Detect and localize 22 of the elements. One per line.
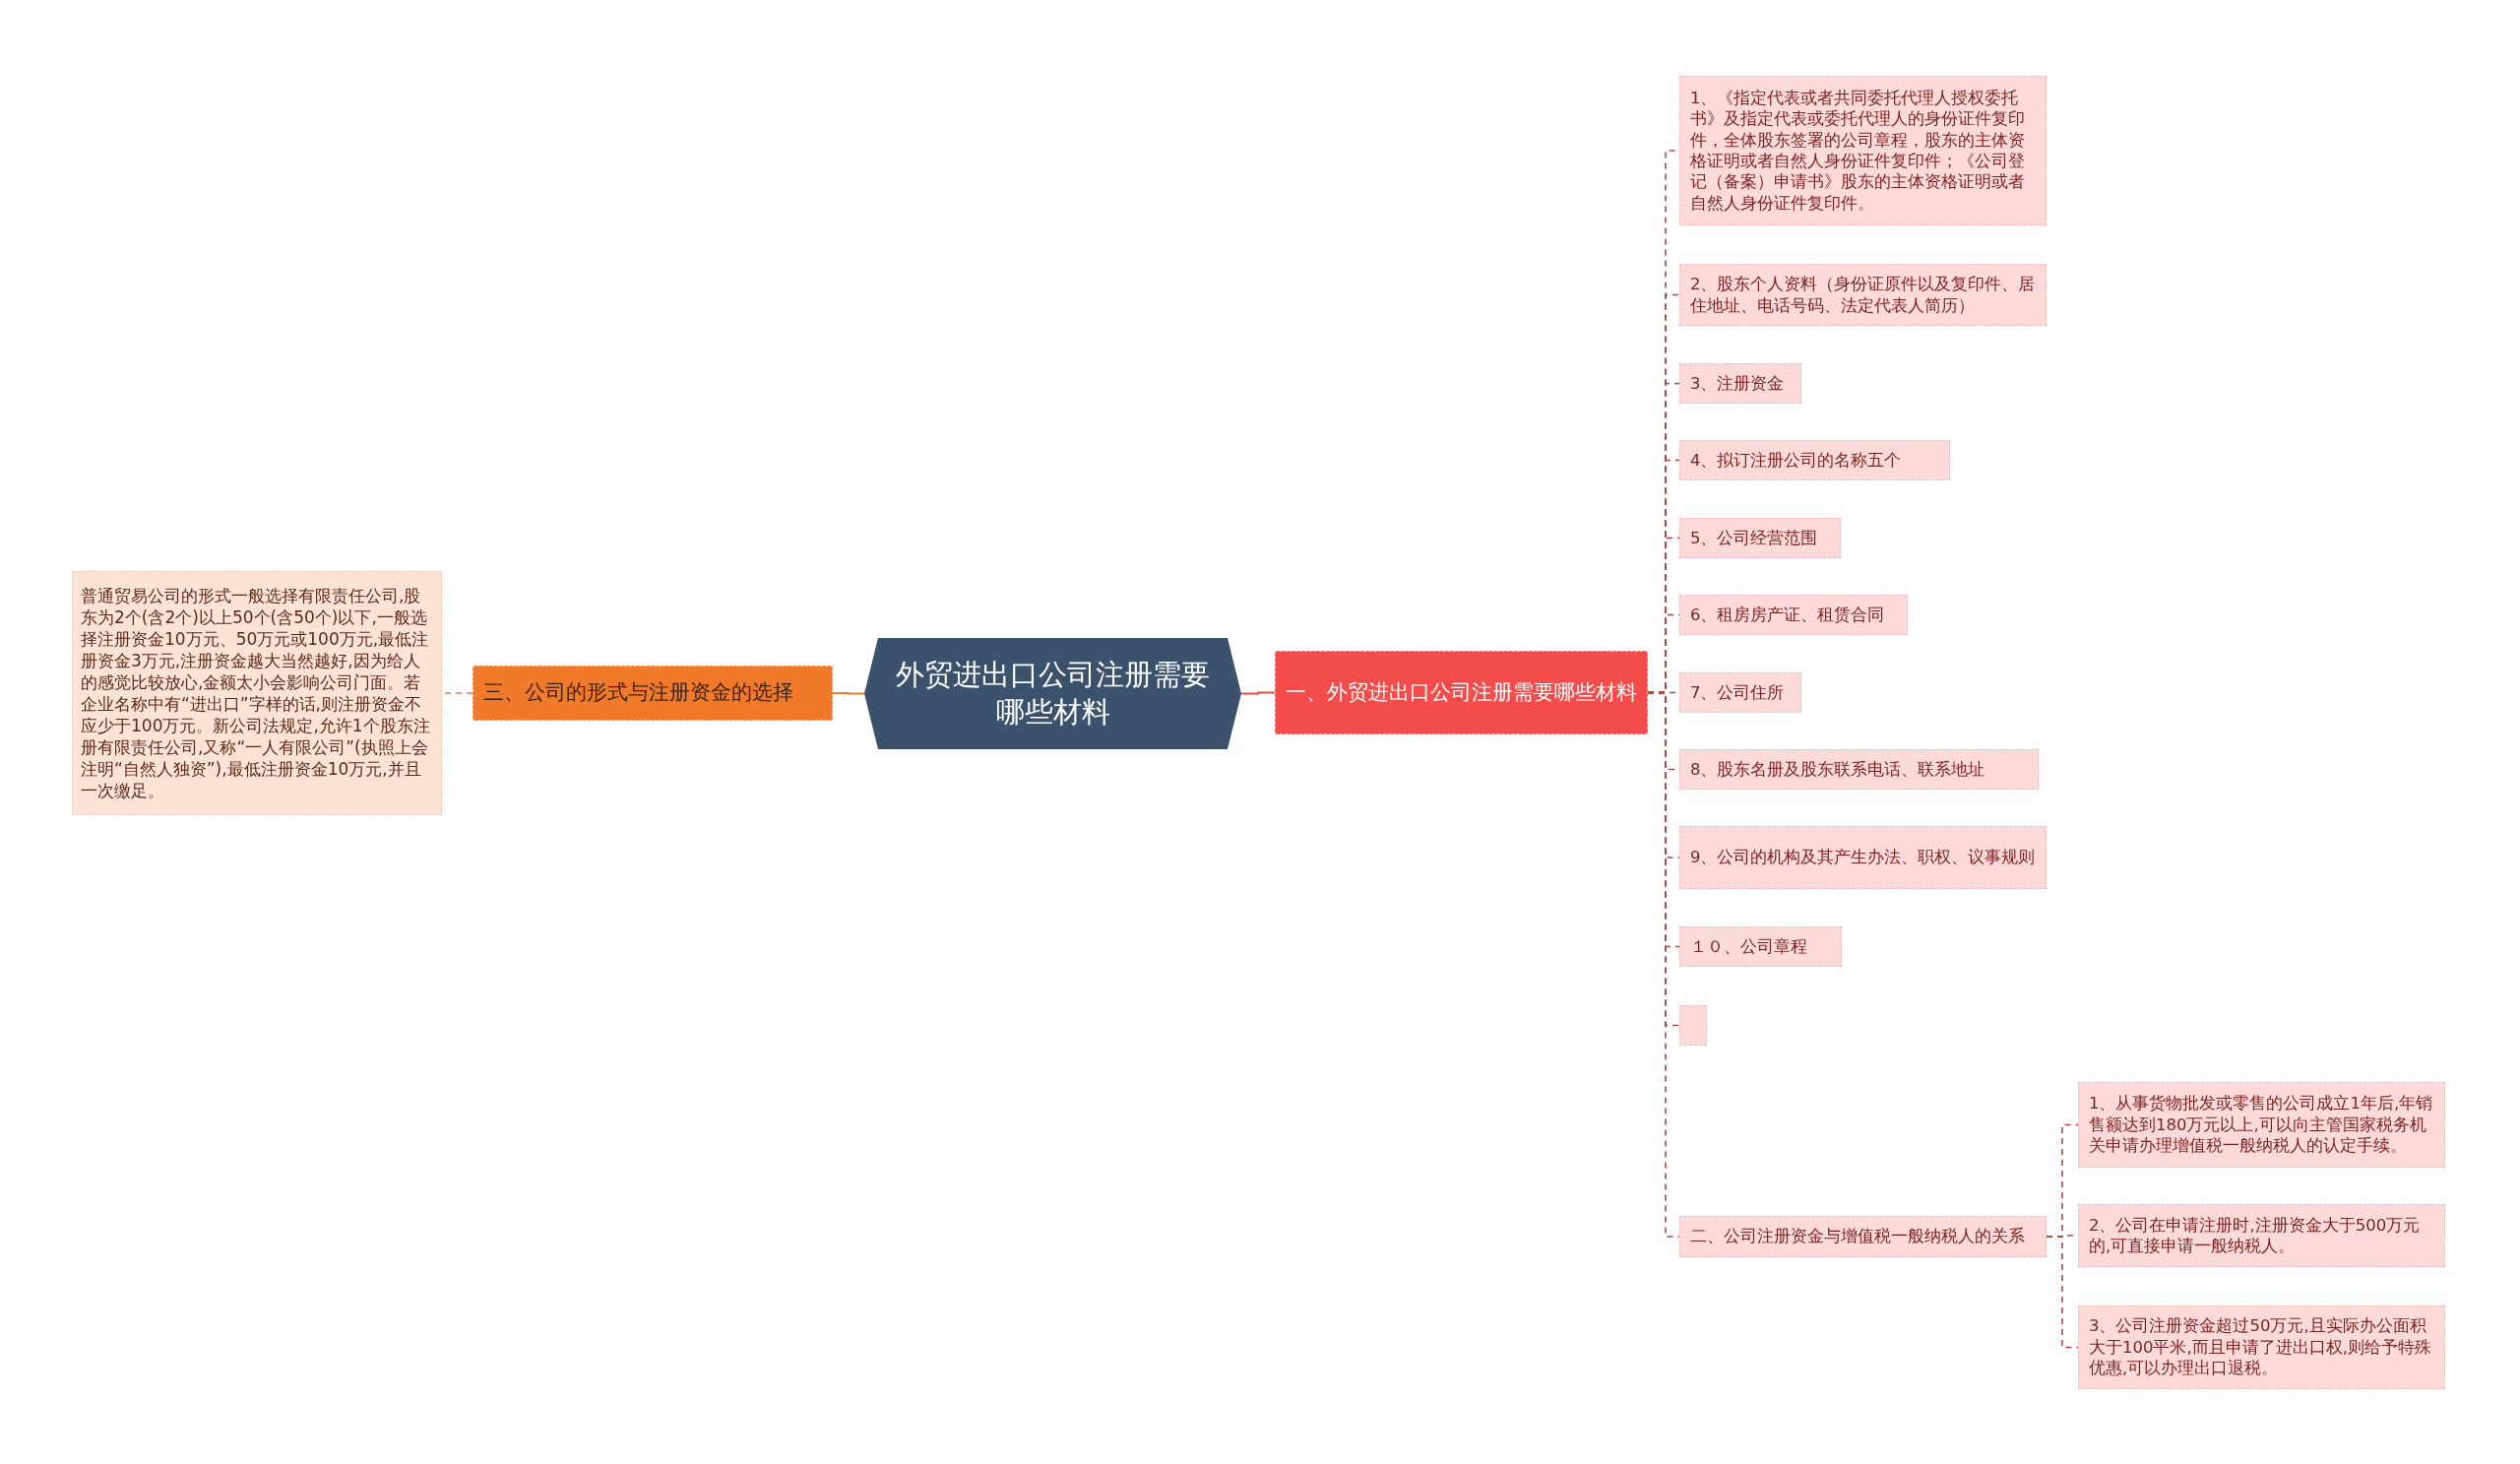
- item-box: 5、公司经营范围: [1679, 518, 1841, 558]
- item-box: 2、公司在申请注册时,注册资金大于500万元的,可直接申请一般纳税人。: [2078, 1204, 2445, 1267]
- note-box: 普通贸易公司的形式一般选择有限责任公司,股东为2个(含2个)以上50个(含50个)以下,一般选择注册资金10万元、50万元或100万元,最低注册资金3万元,注册资金越大当然越好,因为给人的感觉比较放心,金额太小会影响公司门面。若企业名称中有“进出口”字样的话,则注册资金不应少于100万元。新公司法规定,允许1个股东注册有限责任公司,又称“一人有限公司”(执照上会注明“自然人独资”),最低注册资金10万元,并且一次缴足。: [72, 571, 442, 815]
- connector-line: [2046, 1236, 2079, 1349]
- connector-line: [1240, 691, 1276, 695]
- item-box: 3、公司注册资金超过50万元,且实际办公面积大于100平米,而且申请了进出口权,则给予特殊优惠,可以办理出口退税。: [2078, 1305, 2445, 1389]
- item-box: 7、公司住所: [1679, 672, 1801, 713]
- item-box: １０、公司章程: [1679, 926, 1842, 967]
- item-box: 1、《指定代表或者共同委托代理人授权委托书》及指定代表或委托代理人的身份证件复印件，全体股东签署的公司章程，股东的主体资格证明或者自然人身份证件复印件；《公司登记（备案）申请书》股东的主体资格证明或者自然人身份证件复印件。: [1679, 76, 2047, 225]
- item-box: 1、从事货物批发或零售的公司成立1年后,年销售额达到180万元以上,可以向主管国家税务机关申请办理增值税一般纳税人的认定手续。: [2078, 1082, 2445, 1168]
- item-box: 4、拟订注册公司的名称五个: [1679, 440, 1950, 480]
- branch-box: 一、外贸进出口公司注册需要哪些材料: [1275, 651, 1648, 734]
- item-box: 9、公司的机构及其产生办法、职权、议事规则: [1679, 826, 2047, 889]
- branch-box: 三、公司的形式与注册资金的选择: [472, 666, 833, 721]
- item-box: 3、注册资金: [1679, 363, 1801, 404]
- central-topic-box: 外贸进出口公司注册需要哪些材料: [864, 638, 1241, 749]
- item-box: 2、股东个人资料（身份证原件以及复印件、居住地址、电话号码、法定代表人简历）: [1679, 264, 2047, 326]
- item-box: 二、公司注册资金与增值税一般纳税人的关系: [1679, 1216, 2047, 1257]
- connector-line: [832, 692, 865, 695]
- item-box: 8、股东名册及股东联系电话、联系地址: [1679, 749, 2039, 790]
- empty-box: [1679, 1005, 1707, 1046]
- item-box: 6、租房房产证、租赁合同: [1679, 595, 1908, 635]
